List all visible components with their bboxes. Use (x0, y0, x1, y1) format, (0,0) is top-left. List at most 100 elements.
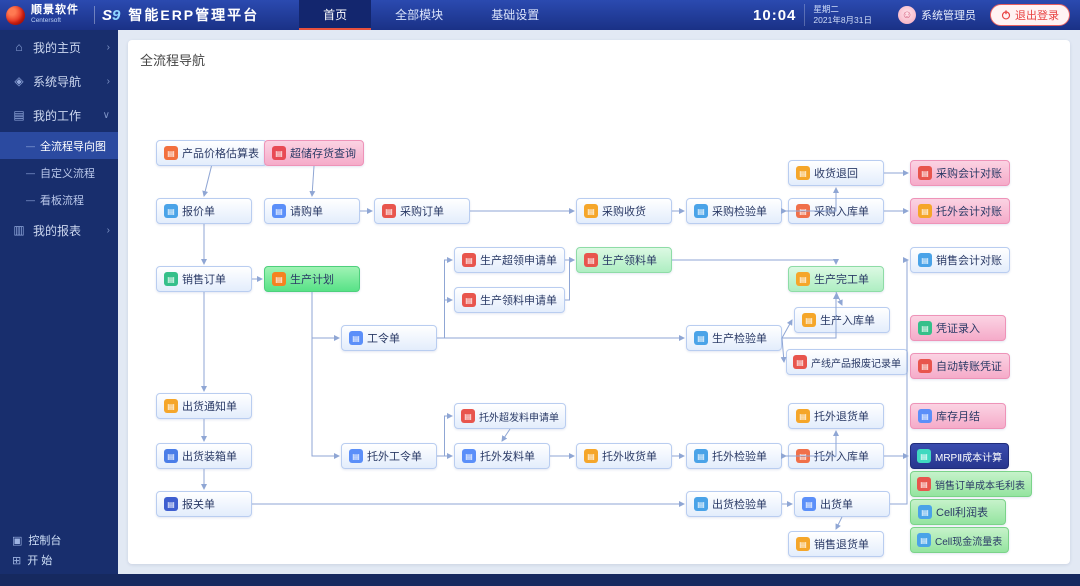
flow-node-purchase-in[interactable]: ▤ 采购入库单 (788, 198, 884, 224)
doc-icon: ▤ (796, 204, 810, 218)
dash-bullet: — (26, 140, 35, 151)
flow-node-mrp2[interactable]: ▤MRPⅡ成本计算 (910, 443, 1010, 469)
doc-icon: ▤ (462, 449, 476, 463)
doc-icon: ▤ (349, 331, 363, 345)
doc-icon: ▤ (164, 146, 178, 160)
nav-item-settings[interactable]: 基础设置 (491, 8, 540, 22)
divider (94, 6, 95, 24)
flow-node-work-order[interactable]: ▤ 工令单 (341, 325, 437, 351)
flow-edge-prod-complete-to-prod-in (835, 291, 843, 306)
flow-node-purchase-inspect[interactable]: ▤采购检验单 (686, 198, 782, 224)
flow-node-sales-cost-report[interactable]: ▤销售订单成本毛利表 (910, 471, 1032, 497)
flow-node-customs[interactable]: ▤报关单 (156, 491, 252, 517)
flow-node-quote[interactable]: ▤报价单 (156, 198, 252, 224)
flow-node-purchase-acct[interactable]: ▤采购会计对账 (910, 160, 1010, 186)
nav-item-modules[interactable]: 全部模块 (395, 8, 444, 22)
weekday: 星期二 (813, 3, 839, 14)
flow-node-prod-material[interactable]: ▤生产领料单 (576, 247, 672, 273)
flow-node-prod-in[interactable]: ▤生产入库单 (794, 307, 890, 333)
flow-node-tokai-return[interactable]: ▤托外退货单 (788, 403, 884, 429)
logo-text-cn: 顺景软件 (31, 4, 79, 17)
console-button[interactable]: ▣控制台 (12, 530, 118, 550)
flow-node-label: 销售退货单 (814, 539, 869, 551)
flow-node-label: 托外退货单 (814, 411, 869, 423)
sidebar-item-nav[interactable]: ◈系统导航› (0, 64, 118, 98)
flow-node-auto-voucher[interactable]: ▤自动转账凭证 (910, 353, 1010, 379)
flow-node-packing[interactable]: ▤出货装箱单 (156, 443, 252, 469)
flow-node-label: 工令单 (367, 333, 400, 345)
flow-node-inventory-close[interactable]: ▤库存月结 (910, 403, 1006, 429)
nav-item-home[interactable]: 首页 (299, 0, 372, 30)
flow-node-label: 托外检验单 (712, 451, 767, 463)
flow-node-sales-return[interactable]: ▤ 销售退货单 (788, 531, 884, 557)
sidebar-item-report[interactable]: ▥我的报表› (0, 213, 118, 247)
flow-node-ship-notice[interactable]: ▤出货通知单 (156, 393, 252, 419)
flow-node-sales-acct[interactable]: ▤销售会计对账 (910, 247, 1010, 273)
flow-node-label: 请购单 (290, 206, 323, 218)
sidebar-item-home[interactable]: ⌂我的主页› (0, 30, 118, 64)
doc-icon: ▤ (793, 355, 807, 369)
app-title: 智能ERP管理平台 (128, 7, 260, 23)
s9-logo: S9 (102, 6, 121, 24)
flow-node-label: 托外收货单 (602, 451, 657, 463)
power-icon (1001, 10, 1011, 20)
flow-node-label: 托外超发料申请单 (479, 412, 559, 424)
flow-node-purchase-receive[interactable]: ▤采购收货 (576, 198, 672, 224)
flow-node-overstock[interactable]: ▤超储存货查询 (264, 140, 364, 166)
doc-icon: ▤ (164, 272, 178, 286)
flow-edge-prod-material-to-prod-complete (672, 259, 839, 265)
sidebar: ⌂我的主页›◈系统导航›▤我的工作∨ — 全流程导向图 —自定义流程—看板流程▥我的报… (0, 30, 118, 574)
logout-button[interactable]: 退出登录 (990, 4, 1070, 26)
flow-node-tokai-work-order[interactable]: ▤托外工令单 (341, 443, 437, 469)
doc-icon: ▤ (164, 399, 178, 413)
flow-edge-ship-order-to-sales-return (835, 516, 843, 530)
flow-edge-prod-plan-to-tokai-work-order (311, 292, 340, 459)
footer-label: 控制台 (28, 535, 62, 547)
sidebar-item-work[interactable]: ▤我的工作∨ (0, 98, 118, 132)
sidebar-subitem-custom-flow[interactable]: —自定义流程 (0, 159, 118, 186)
flow-node-tokai-over-req[interactable]: ▤托外超发料申请单 (454, 403, 566, 429)
flow-node-voucher-entry[interactable]: ▤凭证录入 (910, 315, 1006, 341)
sidebar-subitem-flow-map[interactable]: — 全流程导向图 (0, 132, 118, 159)
flow-node-label: 采购入库单 (814, 206, 869, 218)
flow-node-ship-inspect[interactable]: ▤出货检验单 (686, 491, 782, 517)
flow-node-purchase-order[interactable]: ▤采购订单 (374, 198, 470, 224)
flow-node-tokai-inspect[interactable]: ▤托外检验单 (686, 443, 782, 469)
flow-node-cell-cashflow[interactable]: ▤Cell现金流量表 (910, 527, 1010, 553)
doc-icon: ▤ (584, 449, 598, 463)
flow-node-tokai-in[interactable]: ▤托外入库单 (788, 443, 884, 469)
top-nav: 首页 全部模块 基础设置 (299, 0, 563, 30)
flow-node-prod-plan[interactable]: ▤生产计划 (264, 266, 360, 292)
flow-node-ship-order[interactable]: ▤出货单 (794, 491, 890, 517)
flow-node-label: 出货检验单 (712, 499, 767, 511)
flow-node-prod-scrap[interactable]: ▤ 产线产品报废记录单 (786, 349, 908, 375)
flow-node-prod-material-req[interactable]: ▤生产领料申请单 (454, 287, 565, 313)
flow-node-prod-complete[interactable]: ▤生产完工单 (788, 266, 884, 292)
flow-node-purchase-req[interactable]: ▤请购单 (264, 198, 360, 224)
sidebar-subitem-board-flow[interactable]: —看板流程 (0, 186, 118, 213)
flow-node-receive-return[interactable]: ▤收货退回 (788, 160, 884, 186)
flow-node-label: Cell利润表 (936, 507, 988, 519)
flow-node-prod-inspect[interactable]: ▤生产检验单 (686, 325, 782, 351)
flow-node-label: 出货装箱单 (182, 451, 237, 463)
sidebar-subitem-label: 全流程导向图 (40, 140, 106, 153)
flow-node-prod-over-req[interactable]: ▤生产超领申请单 (454, 247, 565, 273)
doc-icon: ▤ (164, 204, 178, 218)
flow-node-label: 生产完工单 (814, 274, 869, 286)
doc-icon: ▤ (918, 409, 932, 423)
flow-node-label: 托外入库单 (814, 451, 869, 463)
flow-node-label: 产线产品报废记录单 (811, 358, 901, 370)
flow-node-tokai-issue[interactable]: ▤托外发料单 (454, 443, 550, 469)
user-menu[interactable]: ☺ 系统管理员 (898, 6, 976, 24)
flow-node-cell-profit[interactable]: ▤Cell利润表 (910, 499, 1006, 525)
doc-icon: ▤ (796, 537, 810, 551)
flow-node-price-est[interactable]: ▤产品价格估算表 (156, 140, 267, 166)
flow-edge-overstock-to-purchase-req (309, 165, 316, 197)
flowchart-canvas: ▤产品价格估算表▤报价单▤销售订单▤出货通知单▤出货装箱单▤报关单▤超储存货查询… (138, 77, 1050, 559)
start-button[interactable]: ⊞开 始 (12, 550, 118, 570)
flow-node-sales-order[interactable]: ▤销售订单 (156, 266, 252, 292)
doc-icon: ▤ (382, 204, 396, 218)
doc-icon: ▤ (462, 253, 476, 267)
flow-node-tokai-receive[interactable]: ▤ 托外收货单 (576, 443, 672, 469)
flow-node-tokai-acct[interactable]: ▤托外会计对账 (910, 198, 1010, 224)
